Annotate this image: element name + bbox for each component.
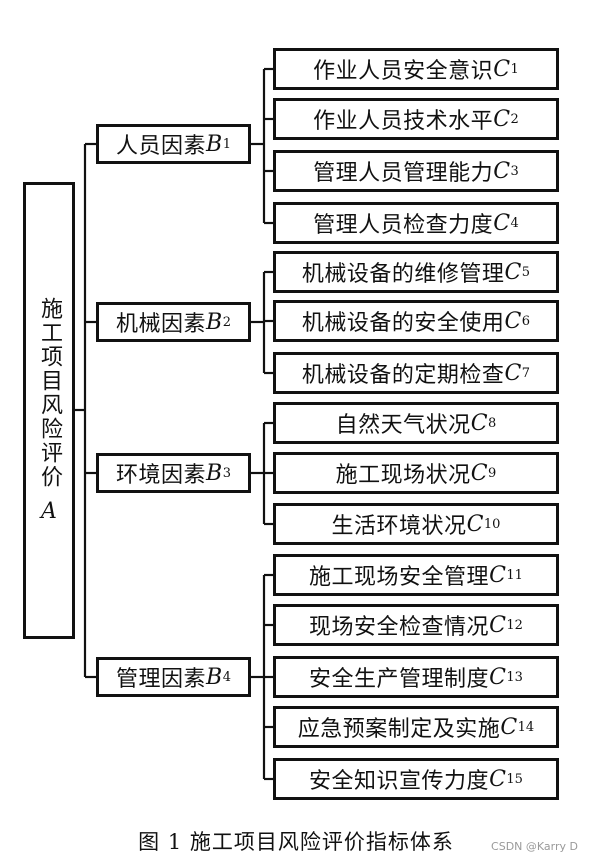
indicator-node-11-subscript: 11 — [506, 567, 523, 583]
indicator-node-5-subscript: 5 — [521, 264, 531, 280]
factor-node-2-variable: B — [206, 309, 223, 335]
indicator-node-6-variable: C — [504, 308, 522, 334]
factor-node-1-label: 人员因素 — [116, 134, 207, 159]
factor-node-2-label: 机械因素 — [116, 312, 207, 337]
indicator-node-13-variable: C — [489, 664, 507, 690]
indicator-node-15-variable: C — [489, 766, 507, 792]
indicator-node-3-variable: C — [493, 158, 511, 184]
indicator-node-5-label: 机械设备的维修管理 — [301, 262, 505, 287]
indicator-node-2-variable: C — [493, 106, 511, 132]
indicator-node-4-subscript: 4 — [510, 215, 519, 231]
indicator-node-7-variable: C — [504, 360, 522, 386]
root-node-label: 施工项目风险评价 — [37, 297, 62, 489]
factor-node-4-label: 管理因素 — [116, 667, 207, 692]
indicator-node-10-label: 生活环境状况 — [331, 514, 467, 539]
indicator-node-15-label: 安全知识宣传力度 — [309, 769, 490, 794]
indicator-node-7-label: 机械设备的定期检查 — [301, 363, 505, 388]
root-node-variable: A — [41, 499, 57, 524]
indicator-node-4-variable: C — [493, 210, 511, 236]
indicator-node-11-label: 施工现场安全管理 — [309, 565, 490, 590]
indicator-node-4-label: 管理人员检查力度 — [313, 213, 494, 238]
indicator-node-10-variable: C — [466, 511, 484, 537]
factor-node-1-subscript: 1 — [222, 136, 231, 152]
indicator-node-6-label: 机械设备的安全使用 — [301, 311, 505, 336]
indicator-node-1-label: 作业人员安全意识 — [313, 59, 494, 84]
indicator-node-15-subscript: 15 — [506, 771, 523, 787]
indicator-node-12-label: 现场安全检查情况 — [309, 615, 490, 640]
indicator-node-13-label: 安全生产管理制度 — [309, 667, 490, 692]
indicator-node-1-subscript: 1 — [510, 61, 519, 77]
factor-node-1-variable: B — [206, 131, 223, 157]
indicator-node-7-subscript: 7 — [521, 365, 531, 381]
indicator-node-12-variable: C — [489, 612, 507, 638]
indicator-node-10-subscript: 10 — [483, 516, 501, 532]
indicator-node-3-label: 管理人员管理能力 — [313, 161, 494, 186]
figure-caption: 图 1 施工项目风险评价指标体系 — [138, 830, 454, 854]
indicator-node-3-subscript: 3 — [510, 163, 519, 179]
indicator-node-8-label: 自然天气状况 — [335, 413, 471, 438]
factor-node-2-subscript: 2 — [222, 314, 231, 330]
indicator-node-14-variable: C — [500, 714, 518, 740]
indicator-node-8-variable: C — [470, 410, 489, 436]
indicator-node-14-subscript: 14 — [517, 719, 535, 735]
factor-node-3-subscript: 3 — [222, 465, 231, 481]
indicator-node-6-subscript: 6 — [521, 313, 531, 329]
root-node: 施工项目风险评价 A — [23, 182, 75, 639]
indicator-node-9-label: 施工现场状况 — [335, 463, 471, 488]
watermark: CSDN @Karry D — [491, 840, 578, 853]
indicator-node-9-variable: C — [470, 460, 489, 486]
factor-node-4-subscript: 4 — [222, 669, 231, 685]
indicator-node-5-variable: C — [504, 259, 522, 285]
indicator-node-8-subscript: 8 — [488, 415, 497, 431]
indicator-node-2-subscript: 2 — [510, 111, 519, 127]
factor-node-3-label: 环境因素 — [116, 463, 207, 488]
factor-node-3-variable: B — [206, 460, 223, 486]
indicator-node-2-label: 作业人员技术水平 — [313, 109, 494, 134]
indicator-node-12-subscript: 12 — [506, 617, 523, 633]
indicator-node-9-subscript: 9 — [488, 465, 497, 481]
indicator-node-13-subscript: 13 — [506, 669, 523, 685]
indicator-node-14-label: 应急预案制定及实施 — [297, 717, 501, 742]
factor-node-4-variable: B — [206, 664, 223, 690]
indicator-node-11-variable: C — [489, 562, 507, 588]
indicator-node-1-variable: C — [493, 56, 511, 82]
